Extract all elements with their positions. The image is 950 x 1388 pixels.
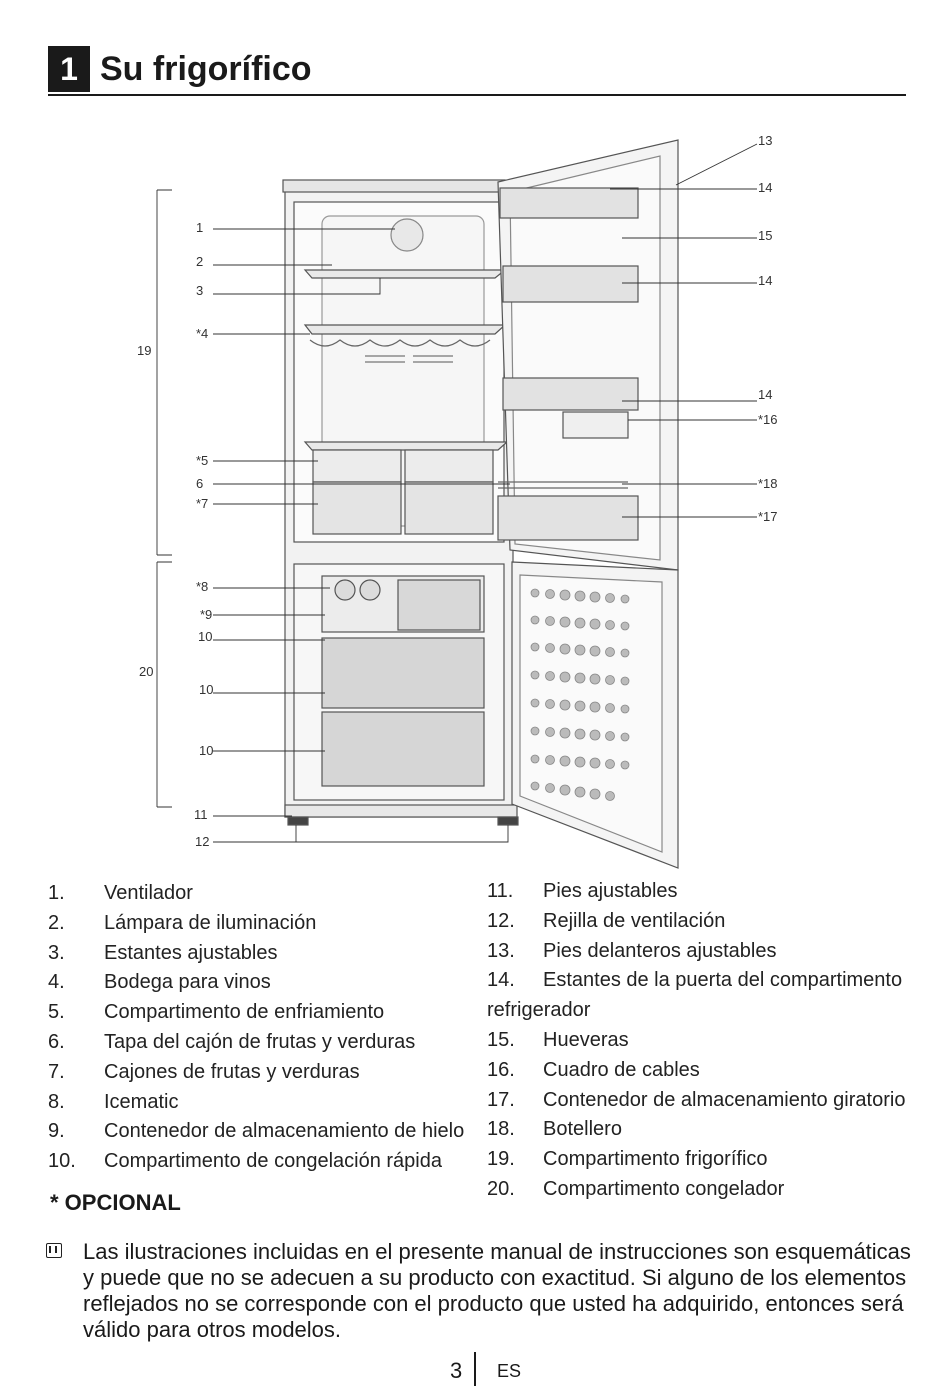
callout-11: 11 <box>194 807 208 822</box>
list-item: 12.Rejilla de ventilación <box>487 909 726 932</box>
list-item: 20.Compartimento congelador <box>487 1177 785 1200</box>
list-item: 10.Compartimento de congelación rápida <box>48 1150 442 1173</box>
callout-14c: 14 <box>758 387 773 402</box>
callout-13: 13 <box>758 133 773 148</box>
section-number: 1 <box>48 46 90 92</box>
callout-16: *16 <box>758 412 778 427</box>
list-item: 13.Pies delanteros ajustables <box>487 939 777 962</box>
footer-divider <box>474 1352 476 1386</box>
list-item: 11.Pies ajustables <box>487 880 678 902</box>
list-item: 6.Tapa del cajón de frutas y verduras <box>48 1030 416 1053</box>
list-item: 8.Icematic <box>48 1090 179 1113</box>
section-title: Su frigorífico <box>100 50 312 88</box>
page-number: 3 <box>450 1358 463 1383</box>
callout-1: 1 <box>196 220 204 235</box>
callout-12: 12 <box>195 834 210 849</box>
info-icon <box>46 1243 62 1258</box>
list-item: 9.Contenedor de almacenamiento de hielo <box>48 1120 465 1143</box>
callout-18: *18 <box>758 476 778 491</box>
list-item: 15.Hueveras <box>487 1028 629 1051</box>
callout-5: *5 <box>196 453 209 468</box>
optional-note: * OPCIONAL <box>50 1190 181 1215</box>
callout-17: *17 <box>758 509 778 524</box>
callout-19: 19 <box>137 343 152 358</box>
callout-14a: 14 <box>758 180 773 195</box>
callout-20: 20 <box>139 664 154 679</box>
parts-list-right: 11.Pies ajustables 12.Rejilla de ventila… <box>487 877 907 1205</box>
callout-2: 2 <box>196 254 204 269</box>
list-item: 5.Compartimento de enfriamiento <box>48 1001 385 1024</box>
list-item: 4.Bodega para vinos <box>48 971 271 994</box>
callout-3: 3 <box>196 283 204 298</box>
callout-4: *4 <box>196 326 209 341</box>
callout-10a: 10 <box>198 629 213 644</box>
list-item: 3.Estantes ajustables <box>48 941 278 964</box>
callout-8: *8 <box>196 579 209 594</box>
list-item: 17.Contenedor de almacenamiento giratori… <box>487 1088 906 1111</box>
disclaimer-text: Las ilustraciones incluidas en el presen… <box>83 1239 911 1342</box>
callout-10c: 10 <box>199 743 214 758</box>
callout-15: 15 <box>758 228 773 243</box>
fridge-diagram: 1 2 3 *4 *5 6 *7 *8 *9 10 10 10 11 12 19… <box>0 120 950 880</box>
list-item: 2.Lámpara de iluminación <box>48 911 317 934</box>
section-header: 1 Su frigorífico <box>48 46 906 96</box>
fridge-illustration <box>156 139 758 869</box>
callout-7: *7 <box>196 496 209 511</box>
language-code: ES <box>497 1361 522 1381</box>
callout-6: 6 <box>196 476 204 491</box>
callout-14b: 14 <box>758 273 773 288</box>
list-item: 19.Compartimento frigorífico <box>487 1148 768 1171</box>
list-item: 18.Botellero <box>487 1118 622 1141</box>
list-item: 16.Cuadro de cables <box>487 1058 700 1081</box>
parts-list-left: 1.Ventilador 2.Lámpara de iluminación 3.… <box>48 879 468 1177</box>
list-item: 1.Ventilador <box>48 882 193 904</box>
list-item: 7.Cajones de frutas y verduras <box>48 1060 360 1083</box>
callout-10b: 10 <box>199 682 214 697</box>
list-item: 14.Estantes de la puerta del compartimen… <box>487 969 903 1022</box>
callout-9: *9 <box>200 607 213 622</box>
